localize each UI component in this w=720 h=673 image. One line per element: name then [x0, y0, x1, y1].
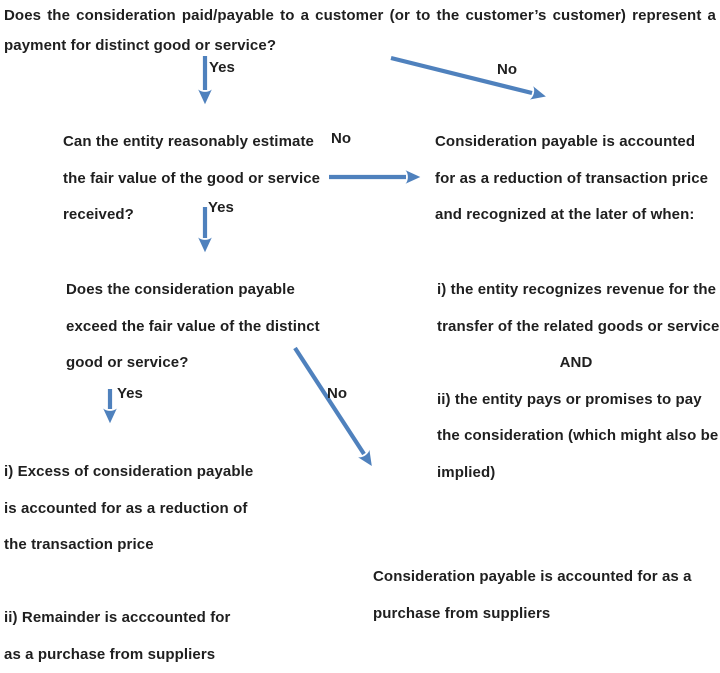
outcome-remainder-purchase: ii) Remainder is acccounted for as a pur… [4, 600, 289, 673]
question-exceed-line: good or service? [66, 345, 351, 382]
question-exceed-fair-value: Does the consideration payable exceed th… [66, 272, 351, 382]
outcome-excess-line: i) Excess of consideration payable [4, 454, 289, 491]
question-estimate-line: Can the entity reasonably estimate [63, 124, 348, 161]
outcome-remainder-line: as a purchase from suppliers [4, 637, 289, 673]
outcome-timing-line: ii) the entity pays or promises to pay [437, 382, 715, 419]
outcome-timing-line: transfer of the related goods or service… [437, 309, 715, 346]
outcome-timing-line: i) the entity recognizes revenue for the [437, 272, 715, 309]
outcome-timing-line: implied) [437, 455, 715, 492]
branch-label-root-yes: Yes [209, 60, 235, 76]
outcome-reduction-line: for as a reduction of transaction price [435, 161, 720, 198]
question-estimate-fair-value: Can the entity reasonably estimate the f… [63, 124, 348, 234]
root-question-line: payment for distinct good or service? [4, 31, 716, 61]
outcome-reduction-line: Consideration payable is accounted [435, 124, 720, 161]
question-estimate-line: received? [63, 197, 348, 234]
question-exceed-line: exceed the fair value of the distinct [66, 309, 351, 346]
question-exceed-line: Does the consideration payable [66, 272, 351, 309]
outcome-timing-line: the consideration (which might also be [437, 418, 715, 455]
outcome-timing-and: AND [437, 345, 715, 382]
outcome-recognition-timing: i) the entity recognizes revenue for the… [437, 272, 715, 491]
outcome-excess-line: the transaction price [4, 527, 289, 564]
outcome-excess-line: is accounted for as a reduction of [4, 491, 289, 528]
outcome-remainder-line: ii) Remainder is acccounted for [4, 600, 289, 637]
branch-label-exceed-yes: Yes [117, 386, 143, 402]
root-question: Does the consideration paid/payable to a… [4, 1, 716, 61]
outcome-purchase-from-suppliers: Consideration payable is accounted for a… [373, 559, 708, 632]
outcome-reduction-line: and recognized at the later of when: [435, 197, 720, 234]
root-question-line: Does the consideration paid/payable to a… [4, 1, 716, 31]
question-estimate-line: the fair value of the good or service [63, 161, 348, 198]
outcome-reduction-transaction-price: Consideration payable is accounted for a… [435, 124, 720, 234]
branch-label-root-no: No [497, 62, 517, 78]
outcome-purchase-line: Consideration payable is accounted for a… [373, 559, 708, 596]
branch-label-exceed-no: No [327, 386, 347, 402]
outcome-excess-reduction: i) Excess of consideration payable is ac… [4, 454, 289, 564]
outcome-purchase-line: purchase from suppliers [373, 596, 708, 633]
